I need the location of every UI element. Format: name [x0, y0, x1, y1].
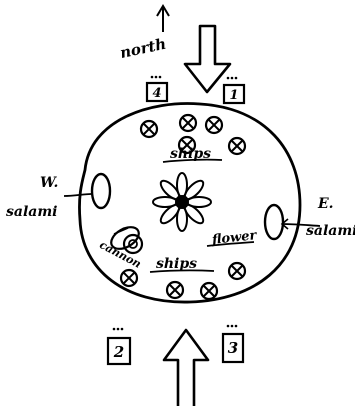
box-top-left-number: 4: [152, 86, 161, 101]
east-salami-shape: [265, 205, 283, 239]
entry-arrow-bottom-icon: [164, 330, 208, 406]
ship-icon: [141, 121, 157, 137]
ship-icon: [180, 115, 196, 131]
ship-icon: [167, 282, 183, 298]
north-label: north: [118, 35, 167, 62]
entry-arrow-top-icon: [185, 26, 230, 92]
east-salami-label-line2: salami: [306, 223, 355, 239]
box-bottom-left: 2: [108, 328, 130, 364]
box-bottom-right: 3: [223, 325, 243, 362]
north-arrow-icon: [157, 6, 169, 32]
ship-icon: [206, 117, 222, 133]
west-salami-label-line2: salami: [6, 204, 57, 220]
west-salami-pointer: [64, 194, 91, 196]
box-bottom-right-number: 3: [228, 339, 238, 357]
west-salami-label-line1: W.: [40, 175, 58, 191]
ship-icon: [121, 270, 137, 286]
ship-icon: [229, 138, 245, 154]
ship-icon: [229, 263, 245, 279]
east-salami-label-line1: E.: [317, 196, 334, 212]
island-outline: [79, 104, 300, 303]
box-top-left: 4: [147, 76, 167, 101]
ship-icon: [201, 283, 217, 299]
box-top-right-number: 1: [229, 88, 238, 103]
flower-icon: [153, 173, 211, 231]
box-top-right: 1: [224, 77, 244, 103]
box-bottom-left-number: 2: [113, 343, 124, 361]
west-salami-shape: [92, 174, 110, 208]
